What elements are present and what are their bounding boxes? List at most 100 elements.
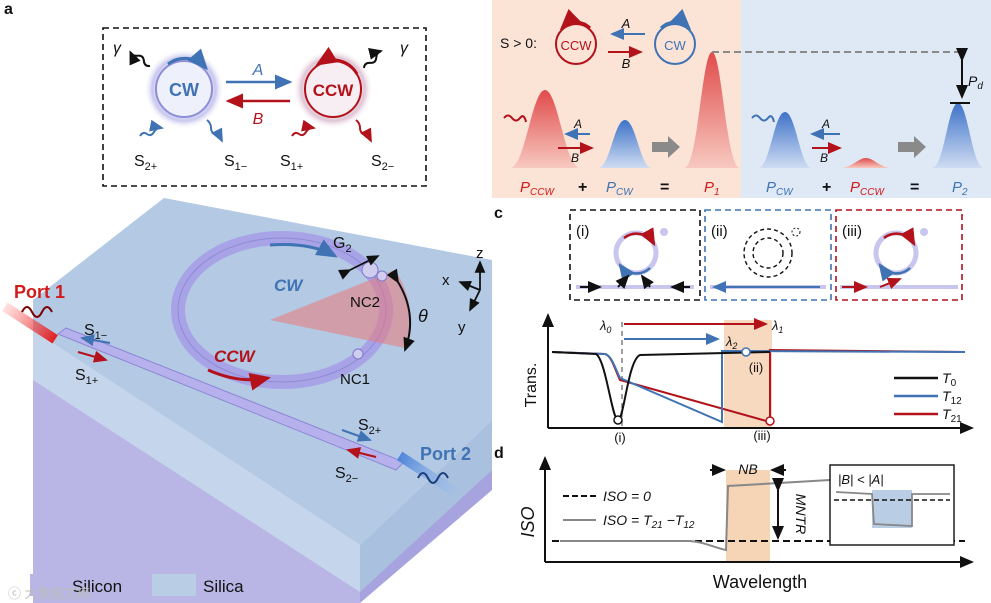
b-peak-pcw [598,120,652,168]
d-xlabel: Wavelength [713,572,807,592]
cw-mode-node: CW [144,48,224,129]
b-equals-1: = [660,179,669,196]
chip-device [33,198,492,603]
b-equals-2: = [910,179,919,196]
wg-s1plus: S1+ [75,367,98,387]
nc1-tip [352,348,364,360]
d-inset-label: |B| < |A| [838,472,884,487]
b-right-b: B [820,151,828,165]
b-pcw-label: PCW [606,179,634,198]
b-pcw2-label: PCW [766,179,794,198]
b-peak-p2 [932,103,984,168]
s2minus-label: S2− [371,153,394,173]
s2plus-wiggle [139,119,164,137]
ccw-ring-label: CCW [214,347,257,366]
b-peak-pccw-2 [840,158,892,168]
g2-arrow [337,255,380,280]
b-bg-blue [741,0,991,198]
cw-label: CW [169,80,199,100]
nc2-label: NC2 [350,294,380,311]
c-nb-band [724,320,772,428]
c-mark-iii: (iii) [753,428,770,443]
panel-letter-c: c [494,205,503,222]
c-inset-ii: (ii) [704,209,832,301]
b-plus-2: + [822,179,831,196]
b-peak-pcw-2 [758,112,812,168]
s2plus-label: S2+ [134,153,157,173]
gamma-left: γ [113,40,122,57]
s1minus-wiggle [206,119,223,143]
theta-label: θ [418,306,428,326]
b-condition: S > 0: [500,35,537,51]
c-lambda2: λ2 [725,334,737,351]
silicon-layer-right [360,468,492,603]
gamma-right: γ [400,40,409,57]
d-ylabel: ISO [518,506,538,537]
legend-silica-swatch [152,574,196,596]
svg-text:(i): (i) [576,223,589,240]
port1-label: Port 1 [14,282,65,302]
coupled-mode-box [102,27,427,187]
s2minus-wiggle [355,119,372,143]
d-legend-zero: ISO = 0 [603,488,651,504]
b-left-b: B [571,151,579,165]
silica-side-right [360,420,492,592]
theta-arc-arrow [386,268,415,352]
c-lambda0: λ0 [599,318,611,335]
port2-wave [417,472,449,484]
nc2-tip-b [376,270,388,282]
s1minus-label: S1− [224,153,247,173]
b-top-a: A [621,16,631,31]
c-lambda1: λ1 [771,318,783,335]
ccw-ring-arrow [207,368,271,391]
c-legend-t0: T0 [942,370,957,389]
silica-side-front [33,330,360,592]
port1-beam [2,302,58,344]
ccw-mode-node: CCW [293,46,373,129]
c-ylabel: Trans. [523,363,540,408]
c-transmission-plot: Trans. λ0 λ1 λ2 (i) (ii) (iii) [523,313,974,445]
loss-wiggle-right [363,48,384,69]
b-right-a: A [821,117,830,131]
ccw-label: CCW [313,81,355,100]
xyz-axes: z x y [442,245,486,336]
s1plus-label: S1+ [280,153,303,173]
c-legend-t21: T21 [942,406,962,425]
b-gray-arrow-2 [898,136,926,158]
c-curve-t12 [551,349,966,424]
b-input-wiggle-right [751,114,775,123]
loss-wiggle-left [129,50,151,68]
nc2-tip [361,261,379,279]
wg-s2plus: S2+ [358,417,381,437]
b-ccw-label: CCW [560,38,592,53]
watermark: ⓒ 大数据文摘 [8,586,90,601]
c-legend-t12: T12 [942,388,962,407]
panel-letter-a: a [4,1,13,18]
b-top-b: B [622,56,631,71]
c-inset-i: (i) [569,209,701,301]
c-inset-iii: (iii) [835,209,963,301]
d-legend-diff: ISO = T21 −T12 [603,512,695,531]
port2-beam [396,451,462,499]
legend-silicon-label: Silicon [72,577,122,596]
axis-y-label: y [458,319,466,336]
d-isolation-plot: ISO Wavelength NB MNTR ISO = 0 ISO = T21… [518,456,974,592]
d-iso-curve [560,479,831,552]
cw-ring-arrow [269,239,338,258]
c-legend: T0 T12 T21 [894,370,962,425]
coupling-a-label: A [252,62,264,79]
coupling-b-label: B [253,111,264,128]
c-mark-ii: (ii) [749,360,763,375]
b-p1-label: P1 [704,179,720,198]
legend-silica-label: Silica [203,577,244,596]
port1-wave [21,306,53,318]
c-mark-i: (i) [614,430,626,445]
d-mntr: MNTR [793,494,809,534]
panel-letter-d: d [494,445,504,462]
cw-ring-label: CW [274,276,304,295]
d-inset: |B| < |A| [829,464,955,546]
port2-label: Port 2 [420,444,471,464]
wg-s1minus: S1− [84,322,107,342]
nc1-label: NC1 [340,371,370,388]
